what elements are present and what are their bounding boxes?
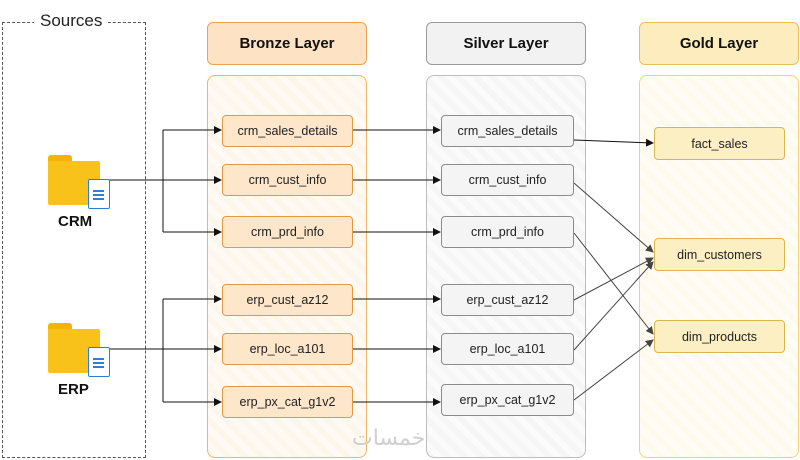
- bronze-layer-header: Bronze Layer: [207, 22, 367, 65]
- sources-title: Sources: [34, 11, 109, 31]
- bronze-node-erp-px-cat-g1v2[interactable]: erp_px_cat_g1v2: [222, 386, 353, 418]
- erp-label: ERP: [58, 381, 89, 398]
- edge-silver-sales-to-fact: [573, 138, 654, 147]
- silver-node-erp-loc-a101[interactable]: erp_loc_a101: [441, 333, 574, 365]
- silver-node-crm-cust-info[interactable]: crm_cust_info: [441, 164, 574, 196]
- bronze-node-erp-loc-a101[interactable]: erp_loc_a101: [222, 333, 353, 365]
- gold-node-dim-products[interactable]: dim_products: [654, 320, 785, 353]
- watermark: خمسات: [352, 426, 426, 451]
- edge-silver-loc-to-dimcust: [573, 261, 654, 351]
- document-icon: [88, 347, 110, 377]
- bronze-node-erp-cust-az12[interactable]: erp_cust_az12: [222, 284, 353, 316]
- edge-silver-erpcust-to-dimcust: [573, 257, 654, 301]
- silver-node-erp-px-cat-g1v2[interactable]: erp_px_cat_g1v2: [441, 384, 574, 416]
- gold-node-fact-sales[interactable]: fact_sales: [654, 127, 785, 160]
- bronze-node-crm-prd-info[interactable]: crm_prd_info: [222, 216, 353, 248]
- erp-folder-icon: [48, 323, 110, 379]
- silver-layer-header: Silver Layer: [426, 22, 586, 65]
- crm-folder-icon: [48, 155, 110, 211]
- gold-node-dim-customers[interactable]: dim_customers: [654, 238, 785, 271]
- crm-label: CRM: [58, 213, 93, 230]
- silver-node-erp-cust-az12[interactable]: erp_cust_az12: [441, 284, 574, 316]
- edge-silver-cust-to-dimcust: [573, 182, 654, 253]
- bronze-node-crm-sales-details[interactable]: crm_sales_details: [222, 115, 353, 147]
- silver-node-crm-prd-info[interactable]: crm_prd_info: [441, 216, 574, 248]
- silver-node-crm-sales-details[interactable]: crm_sales_details: [441, 115, 574, 147]
- edge-silver-prd-to-dimprod: [573, 232, 654, 335]
- edge-silver-px-to-dimprod: [573, 339, 654, 401]
- bronze-node-crm-cust-info[interactable]: crm_cust_info: [222, 164, 353, 196]
- gold-layer-header: Gold Layer: [639, 22, 799, 65]
- document-icon: [88, 179, 110, 209]
